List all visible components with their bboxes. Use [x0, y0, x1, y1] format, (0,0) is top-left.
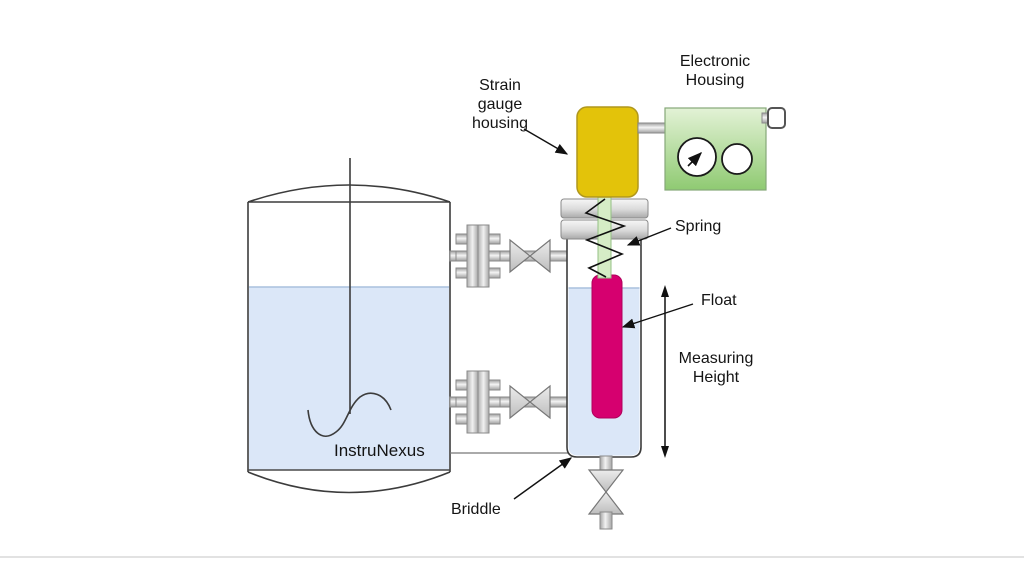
agitator-blade-curve [307, 392, 392, 437]
spring-icon [584, 198, 627, 278]
measuring-height-label: Measuring Height [678, 350, 754, 386]
spring-label: Spring [675, 218, 722, 235]
displacer-float [591, 274, 623, 419]
lower-flange-icon [455, 370, 501, 434]
drain-pipe-bottom [599, 511, 613, 530]
flange-plate [466, 224, 479, 288]
float-arrow [621, 303, 694, 329]
flange-bolt [455, 267, 469, 279]
lower-process-connection [449, 370, 569, 434]
tank-name-label: InstruNexus [334, 441, 425, 460]
strain-gauge-housing-label: Strain gauge housing [471, 77, 529, 132]
flange-bolt [487, 250, 501, 262]
strain-gauge-arrow [523, 128, 569, 155]
flange-plate [477, 370, 490, 434]
strain-gauge-housing [576, 106, 639, 198]
flange-bolt [487, 396, 501, 408]
briddle-arrow [513, 457, 573, 500]
measuring-height-arrow [661, 285, 669, 458]
flange-bolt [455, 413, 469, 425]
flange-bolt [487, 267, 501, 279]
flange-bolt [487, 413, 501, 425]
bridle-chamber [566, 239, 642, 458]
tank-dish-bottom [247, 471, 451, 494]
upper-flange-icon [455, 224, 501, 288]
tank-dome [247, 184, 451, 203]
storage-tank [247, 158, 451, 494]
flange-bolt [487, 233, 501, 245]
flange-plate [477, 224, 490, 288]
flange-bolt [455, 233, 469, 245]
tank-liquid [249, 287, 449, 470]
gauge-needle-icon [687, 151, 703, 167]
upper-valve-icon [509, 238, 551, 274]
flange-bolt [455, 396, 469, 408]
conduit-connector [767, 107, 786, 129]
display-dial-icon [721, 143, 753, 175]
flange-plate [466, 370, 479, 434]
drain-valve-icon [587, 469, 625, 515]
electronic-housing-label: Electronic Housing [679, 53, 751, 89]
briddle-label: Briddle [451, 501, 501, 518]
electronic-housing [664, 107, 786, 191]
flange-bolt [487, 379, 501, 391]
annotation-arrows [513, 128, 694, 500]
flange-bolt [455, 379, 469, 391]
spring-arrow [626, 227, 672, 246]
housing-connector-pipe [637, 122, 667, 134]
float-label: Float [701, 292, 737, 309]
torque-rod [597, 194, 612, 279]
drain-assembly [587, 455, 625, 530]
flange-bolt [455, 250, 469, 262]
upper-process-connection [449, 224, 569, 288]
lower-valve-icon [509, 384, 551, 420]
